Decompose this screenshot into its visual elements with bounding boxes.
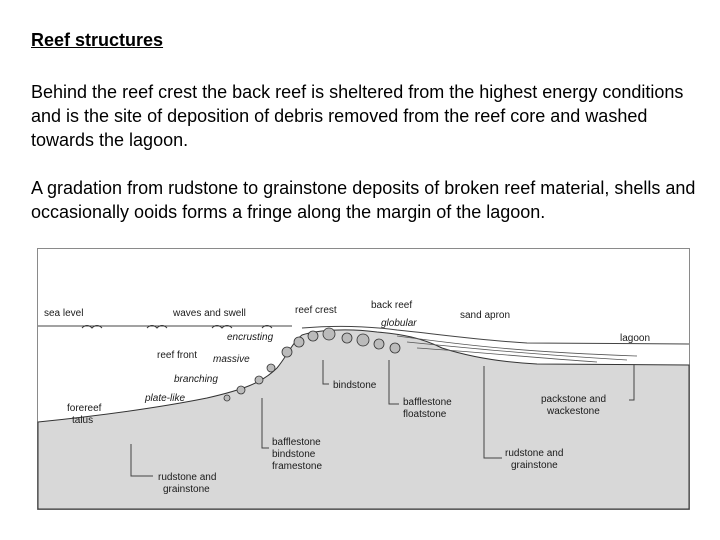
label-talus: talus (72, 415, 93, 426)
water-surface-back (301, 325, 690, 345)
reef-cross-section-diagram: sea level waves and swell reef crest bac… (37, 248, 690, 510)
label-packstone: packstone and (541, 394, 606, 405)
label-bafflestone-1: bafflestone (403, 397, 452, 408)
label-sea-level: sea level (44, 308, 83, 319)
label-reef-front: reef front (157, 350, 197, 361)
sediment-lines (396, 335, 638, 363)
label-sand-apron: sand apron (460, 310, 510, 321)
waves-marks (81, 325, 273, 329)
paragraph-gradation: A gradation from rudstone to grainstone … (31, 178, 696, 222)
reef-diagram-svg: sea level waves and swell reef crest bac… (37, 248, 690, 510)
seafloor-profile (37, 329, 690, 510)
label-reef-crest: reef crest (295, 305, 337, 316)
label-waves-swell: waves and swell (172, 308, 246, 319)
label-globular: globular (381, 318, 417, 329)
label-branching: branching (174, 374, 218, 385)
label-encrusting: encrusting (227, 332, 274, 343)
label-lagoon: lagoon (620, 333, 650, 344)
slide-title: Reef structures (31, 30, 164, 50)
label-grainstone-right: grainstone (511, 460, 558, 471)
label-forereef: forereef (67, 403, 102, 414)
label-wackestone: wackestone (546, 406, 600, 417)
label-bafflestone-2: bafflestone (272, 437, 321, 448)
leader-lines (130, 360, 635, 477)
label-back-reef: back reef (371, 300, 412, 311)
paragraph-back-reef: Behind the reef crest the back reef is s… (31, 82, 684, 150)
label-bindstone: bindstone (333, 380, 377, 391)
label-rudstone-right: rudstone and (505, 448, 563, 459)
coral-blobs (223, 327, 401, 402)
label-grainstone-left: grainstone (163, 484, 210, 495)
label-framestone: framestone (272, 461, 322, 472)
label-massive: massive (213, 354, 250, 365)
label-plate-like: plate-like (144, 393, 185, 404)
label-floatstone: floatstone (403, 409, 447, 420)
label-bindstone-2: bindstone (272, 449, 316, 460)
label-rudstone-left: rudstone and (158, 472, 216, 483)
